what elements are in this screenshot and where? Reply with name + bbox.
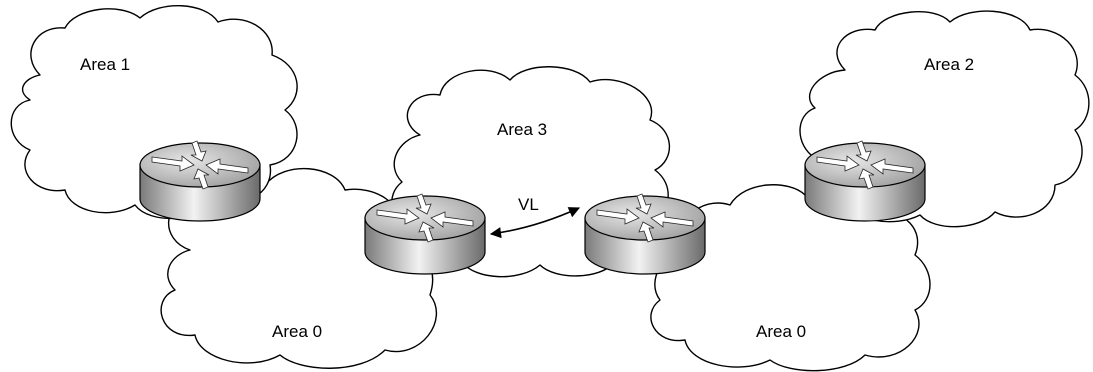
area3-label: Area 3 xyxy=(497,120,547,139)
area0-right-label: Area 0 xyxy=(756,322,806,341)
area0-left-label: Area 0 xyxy=(272,322,322,341)
area1-label: Area 1 xyxy=(80,55,130,74)
router-icon xyxy=(584,193,706,275)
virtual-link-label: VL xyxy=(518,195,539,214)
router-icon xyxy=(364,193,486,275)
area0-right-cloud xyxy=(650,184,931,372)
area2-label: Area 2 xyxy=(924,55,974,74)
router-icon xyxy=(804,140,926,222)
router-icon xyxy=(139,140,261,222)
virtual-link-arrow xyxy=(489,207,581,239)
